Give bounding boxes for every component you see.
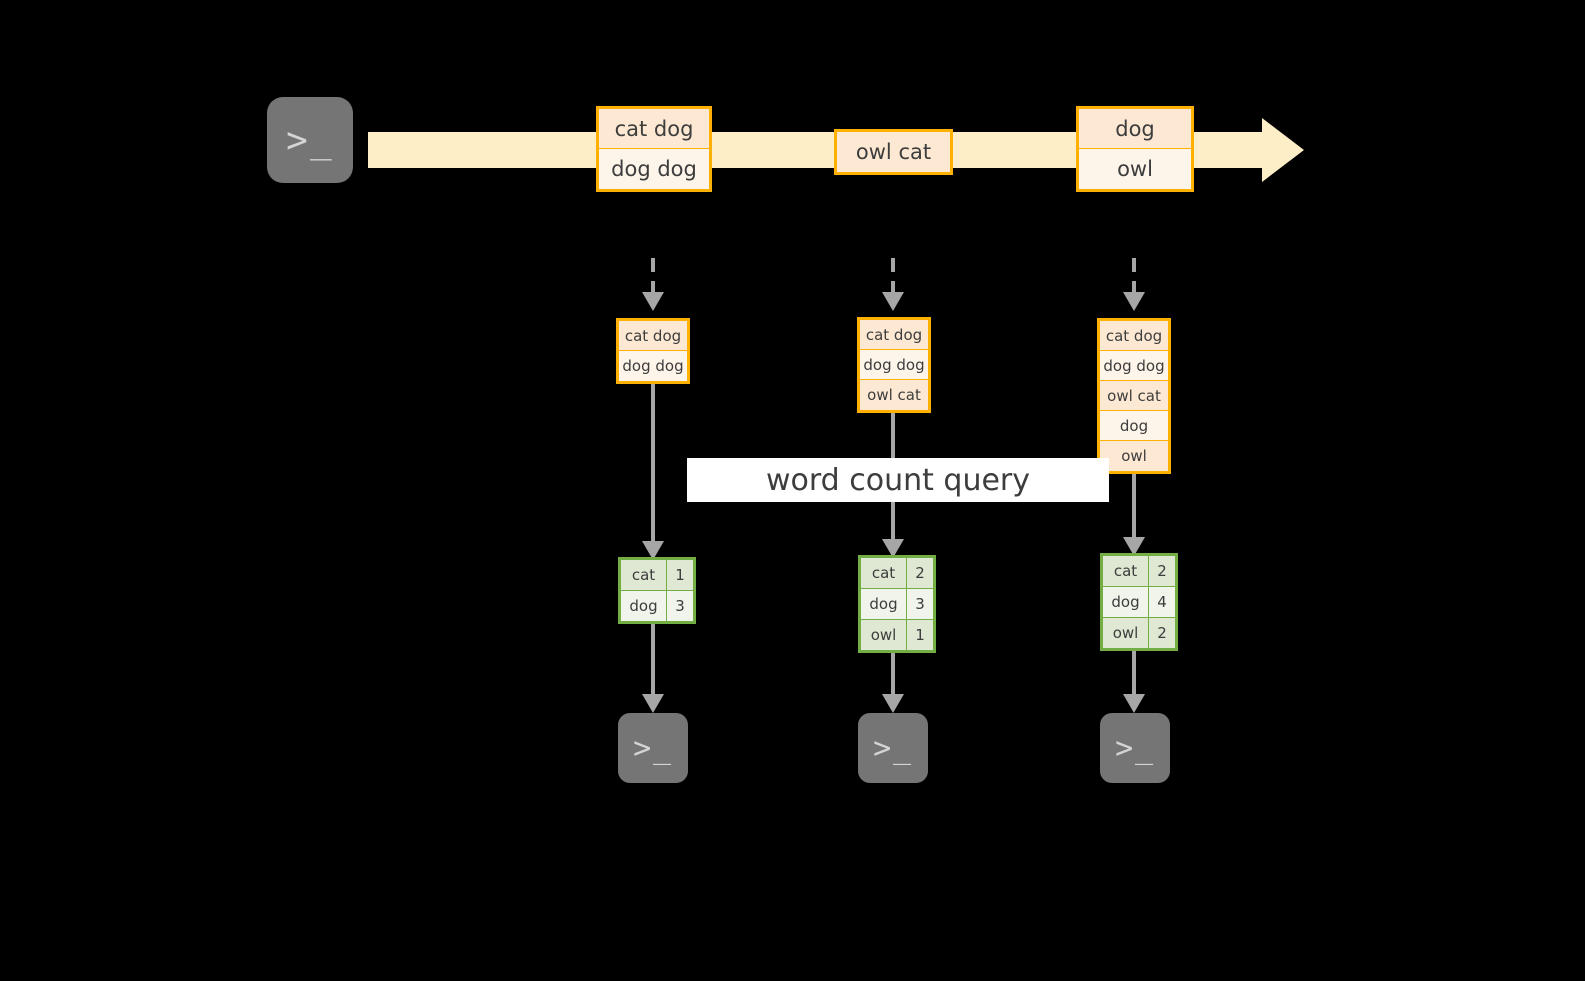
batch-to-accumulated-connector [1132, 258, 1136, 296]
accumulated-to-result-connector [651, 382, 655, 547]
accumulated-to-result-connector [1132, 472, 1136, 544]
record-cell: owl [1079, 149, 1191, 189]
result-value: 3 [907, 589, 933, 619]
result-to-sink-connector [891, 650, 895, 698]
record-cell: dog [1079, 109, 1191, 149]
result-key: dog [1103, 587, 1149, 617]
result-table-2: cat 2 dog 3 owl 1 [858, 555, 936, 653]
connector-arrowhead [1123, 694, 1145, 713]
sink-terminal-icon-1: >_ [609, 704, 697, 792]
record-cell: owl [1100, 441, 1168, 471]
record-cell: dog dog [599, 149, 709, 189]
result-to-sink-connector [651, 622, 655, 698]
result-value: 3 [667, 591, 693, 621]
record-cell: cat dog [1100, 321, 1168, 351]
connector-arrowhead [882, 292, 904, 311]
stream-batch-3: dog owl [1076, 106, 1194, 192]
table-row: cat 2 [1103, 556, 1175, 587]
connector-arrowhead [642, 292, 664, 311]
terminal-prompt-glyph: >_ [873, 730, 913, 766]
result-value: 4 [1149, 587, 1175, 617]
record-cell: dog dog [619, 351, 687, 381]
result-value: 2 [1149, 618, 1175, 648]
result-value: 2 [907, 558, 933, 588]
source-terminal-icon: >_ [258, 88, 362, 192]
terminal-prompt-glyph: >_ [633, 730, 673, 766]
result-key: dog [621, 591, 667, 621]
table-row: cat 2 [861, 558, 933, 589]
terminal-prompt-glyph: >_ [286, 119, 334, 161]
result-key: cat [1103, 556, 1149, 586]
table-row: owl 2 [1103, 618, 1175, 648]
sink-terminal-icon-3: >_ [1091, 704, 1179, 792]
record-cell: cat dog [619, 321, 687, 351]
connector-arrowhead [1123, 537, 1145, 556]
table-row: cat 1 [621, 560, 693, 591]
result-key: cat [621, 560, 667, 590]
connector-arrowhead [1123, 292, 1145, 311]
result-value: 2 [1149, 556, 1175, 586]
record-cell: dog dog [1100, 351, 1168, 381]
result-table-1: cat 1 dog 3 [618, 557, 696, 624]
result-value: 1 [667, 560, 693, 590]
connector-arrowhead [882, 694, 904, 713]
result-key: owl [1103, 618, 1149, 648]
record-cell: owl cat [860, 380, 928, 410]
accumulated-table-3: cat dog dog dog owl cat dog owl [1097, 318, 1171, 474]
record-cell: owl cat [1100, 381, 1168, 411]
accumulated-table-1: cat dog dog dog [616, 318, 690, 384]
connector-arrowhead [642, 694, 664, 713]
table-row: owl 1 [861, 620, 933, 650]
table-row: dog 4 [1103, 587, 1175, 618]
result-table-3: cat 2 dog 4 owl 2 [1100, 553, 1178, 651]
result-value: 1 [907, 620, 933, 650]
connector-arrowhead [642, 541, 664, 560]
result-key: owl [861, 620, 907, 650]
batch-to-accumulated-connector [891, 258, 895, 296]
record-cell: owl cat [837, 132, 950, 172]
record-cell: cat dog [860, 320, 928, 350]
stream-arrow-head [1262, 118, 1304, 182]
stream-batch-2: owl cat [834, 129, 953, 175]
result-key: cat [861, 558, 907, 588]
sink-terminal-icon-2: >_ [849, 704, 937, 792]
batch-to-accumulated-connector [651, 258, 655, 296]
stream-batch-1: cat dog dog dog [596, 106, 712, 192]
accumulated-table-2: cat dog dog dog owl cat [857, 317, 931, 413]
record-cell: cat dog [599, 109, 709, 149]
result-key: dog [861, 589, 907, 619]
connector-arrowhead [882, 539, 904, 558]
table-row: dog 3 [861, 589, 933, 620]
query-label: word count query [687, 458, 1109, 502]
record-cell: dog dog [860, 350, 928, 380]
record-cell: dog [1100, 411, 1168, 441]
result-to-sink-connector [1132, 648, 1136, 698]
table-row: dog 3 [621, 591, 693, 621]
terminal-prompt-glyph: >_ [1115, 730, 1155, 766]
